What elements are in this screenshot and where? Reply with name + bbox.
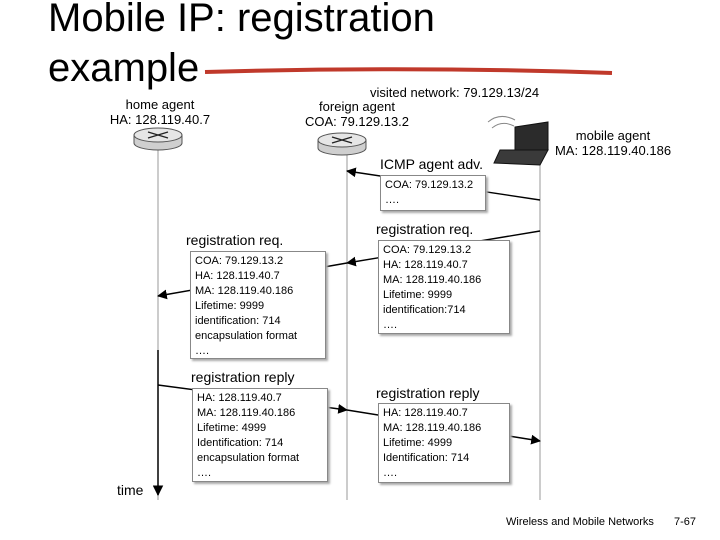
reg-reply-right-line: …. <box>383 467 398 479</box>
reg-req-right-label: registration req. <box>376 221 474 237</box>
reg-reply-right-line: Lifetime: 4999 <box>383 437 453 449</box>
visited-network-label: visited network: 79.129.13/24 <box>370 85 540 100</box>
footer-text: Wireless and Mobile Networks <box>506 516 654 528</box>
reg-reply-right-line: HA: 128.119.40.7 <box>383 407 468 419</box>
mobile-agent-title: mobile agent <box>575 128 651 143</box>
home-agent-title: home agent <box>125 97 195 112</box>
reg-reply-left-line: Identification: 714 <box>197 437 284 449</box>
reg-req-left-box: COA: 79.129.13.2 HA: 128.119.40.7 MA: 12… <box>190 251 326 359</box>
title-underline <box>204 67 613 75</box>
reg-reply-right-box: HA: 128.119.40.7 MA: 128.119.40.186 Life… <box>378 403 510 483</box>
reg-reply-left-line: encapsulation format <box>197 452 300 464</box>
foreign-agent-address: COA: 79.129.13.2 <box>304 114 410 129</box>
reg-req-left-line: …. <box>195 345 210 357</box>
reg-req-right-line: COA: 79.129.13.2 <box>383 244 472 256</box>
foreign-agent-label: foreign agent COA: 79.129.13.2 <box>298 99 416 129</box>
foreign-agent-title: foreign agent <box>319 99 395 114</box>
home-agent-router-icon <box>133 127 183 151</box>
reg-req-left-line: COA: 79.129.13.2 <box>195 255 284 267</box>
reg-reply-right-line: Identification: 714 <box>383 452 470 464</box>
reg-reply-left-line: Lifetime: 4999 <box>197 422 267 434</box>
reg-req-left-label: registration req. <box>186 232 284 248</box>
laptop-icon <box>487 116 549 166</box>
reg-reply-right-line: MA: 128.119.40.186 <box>383 422 482 434</box>
reg-req-right-line: Lifetime: 9999 <box>383 289 453 301</box>
reg-req-left-line: HA: 128.119.40.7 <box>195 270 280 282</box>
reg-reply-left-box: HA: 128.119.40.7 MA: 128.119.40.186 Life… <box>192 388 328 482</box>
reg-req-left-line: MA: 128.119.40.186 <box>195 285 294 297</box>
reg-reply-right-label: registration reply <box>376 385 480 401</box>
reg-req-left-line: identification: 714 <box>195 315 281 327</box>
icmp-adv-box: COA: 79.129.13.2 …. <box>380 175 486 211</box>
reg-req-right-line: MA: 128.119.40.186 <box>383 274 482 286</box>
reg-req-left-line: encapsulation format <box>195 330 298 342</box>
home-agent-address: HA: 128.119.40.7 <box>109 112 211 127</box>
page-title-line2: example <box>48 46 200 90</box>
reg-reply-left-line: MA: 128.119.40.186 <box>197 407 296 419</box>
mobile-agent-address: MA: 128.119.40.186 <box>554 143 672 158</box>
reg-reply-left-line: HA: 128.119.40.7 <box>197 392 282 404</box>
mobile-agent-label: mobile agent MA: 128.119.40.186 <box>548 128 678 158</box>
foreign-agent-router-icon <box>317 132 367 156</box>
icmp-box-line: …. <box>385 194 400 206</box>
icmp-box-line: COA: 79.129.13.2 <box>385 179 474 191</box>
reg-req-left-line: Lifetime: 9999 <box>195 300 265 312</box>
home-agent-label: home agent HA: 128.119.40.7 <box>104 97 216 127</box>
footer-page-number: 7-67 <box>674 516 697 528</box>
icmp-agent-adv-label: ICMP agent adv. <box>380 156 483 172</box>
reg-req-right-line: …. <box>383 319 398 331</box>
time-label: time <box>117 482 144 498</box>
reg-reply-left-label: registration reply <box>191 369 295 385</box>
page-title: Mobile IP: registration <box>48 0 435 40</box>
reg-req-right-line: HA: 128.119.40.7 <box>383 259 468 271</box>
reg-req-right-box: COA: 79.129.13.2 HA: 128.119.40.7 MA: 12… <box>378 240 510 334</box>
reg-reply-left-line: …. <box>197 467 212 479</box>
reg-req-right-line: identification:714 <box>383 304 466 316</box>
